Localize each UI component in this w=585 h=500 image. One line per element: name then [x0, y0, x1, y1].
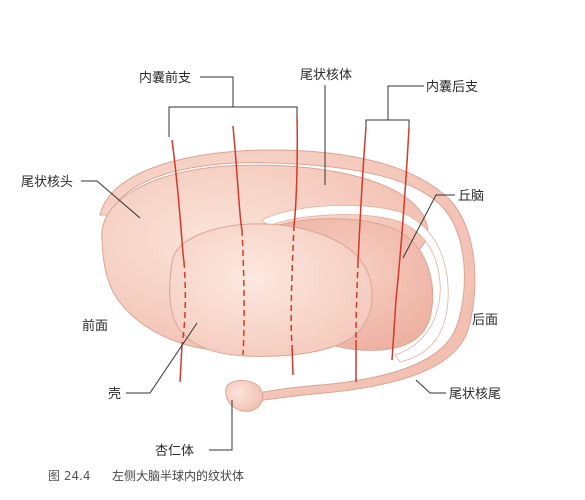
label-thalamus: 丘脑: [458, 189, 484, 204]
label-caudate-body: 尾状核体: [300, 68, 352, 83]
label-posterior: 后面: [472, 313, 498, 328]
anterior-limb-fibers: [171, 116, 299, 383]
caption-number: 图 24.4: [48, 469, 91, 483]
label-caudate-tail: 尾状核尾: [449, 387, 501, 402]
caudate-thalamus-gap: [261, 204, 449, 363]
label-putamen: 壳: [108, 387, 121, 402]
leader-lines: [81, 76, 455, 451]
amygdala-shape: [225, 380, 264, 412]
label-anterior: 前面: [82, 318, 108, 334]
putamen-shape: [169, 223, 373, 357]
posterior-limb-fibers: [355, 126, 410, 382]
label-caudate-head: 尾状核头: [21, 175, 73, 190]
caption-text: 左侧大脑半球内的纹状体: [112, 468, 244, 483]
label-amygdala: 杏仁体: [155, 444, 194, 459]
label-anterior-limb: 内囊前支: [139, 70, 191, 86]
label-posterior-limb: 内囊后支: [426, 79, 478, 95]
